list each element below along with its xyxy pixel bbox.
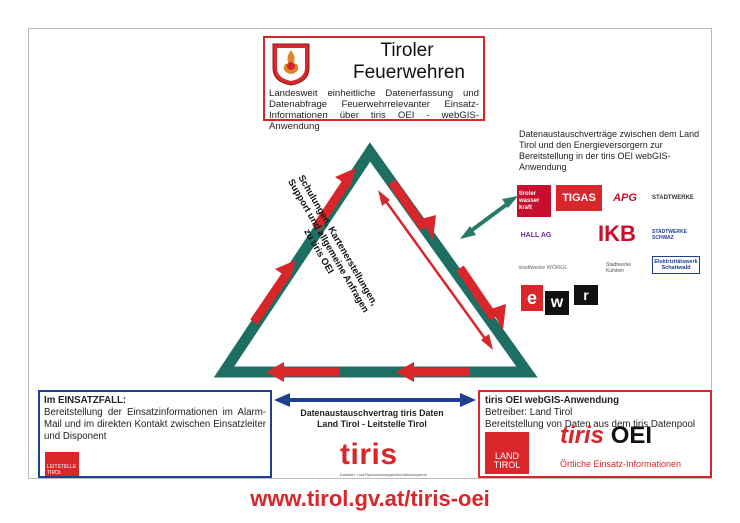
fire-brigade-box: Tiroler Feuerwehren Landesweit einheitli… <box>263 36 485 132</box>
dispatch-box-title: Im EINSATZFALL: <box>44 395 127 406</box>
arrow-bottom-left-head <box>266 362 284 382</box>
diagonal-arrow-head-top <box>378 190 390 206</box>
logo-stadtwerke-woergl: stadtwerke WÖRGL <box>518 265 568 271</box>
energy-arrow-head-a <box>460 226 476 239</box>
arrow-right-upper-head <box>421 215 436 240</box>
triangle-outline <box>213 142 538 378</box>
energy-double-arrow <box>466 200 512 235</box>
tiris-oei-operator: Betreiber: Land Tirol <box>485 407 573 418</box>
logo-tiroler-wasserkraft: tiroler wasser kraft <box>517 185 551 217</box>
tiris-logo: tiris <box>340 438 398 471</box>
tiris-oei-box: tiris OEI webGIS-Anwendung Betreiber: La… <box>478 390 712 478</box>
diagonal-arrow-head-bottom <box>481 334 493 350</box>
logo-apg: APG <box>613 192 637 204</box>
fire-brigade-title: Tiroler Feuerwehren <box>353 40 465 84</box>
arrow-left-upper <box>312 177 352 231</box>
logo-ikb: IKB <box>598 221 636 246</box>
arrow-left-lower <box>250 269 292 325</box>
land-tirol-logo: LAND TIROL <box>485 432 529 474</box>
contract-arrow-head-right <box>460 393 476 407</box>
logo-ew-schattwald: Elektrizitätswerk Schattwald <box>652 256 700 274</box>
energy-contracts-text: Datenaustauschverträge zwischen dem Land… <box>519 129 700 172</box>
tiris-oei-logo-subtitle: Örtliche Einsatz-Informationen <box>560 459 682 469</box>
logo-ewr-r: r <box>574 285 598 305</box>
contract-text: Datenaustauschvertrag tiris Daten Land T… <box>298 408 446 430</box>
tiris-oei-logo: tiris OEI <box>560 424 652 448</box>
tiris-oei-logo-oei: OEI <box>610 422 653 449</box>
contract-text-line1: Datenaustauschvertrag tiris Daten <box>300 408 444 418</box>
fire-brigade-crest-icon <box>272 43 310 86</box>
arrow-left-lower-head <box>275 260 296 279</box>
fire-brigade-description: Landesweit einheitliche Datenerfassung u… <box>269 88 479 132</box>
dispatch-center-box: Im EINSATZFALL: Bereitstellung der Einsa… <box>38 390 272 478</box>
arrow-right-upper <box>388 179 428 231</box>
tiris-oei-provision: Bereitstellung von Daten aus dem tiris D… <box>485 419 696 430</box>
logo-stadtwerke-schwaz: STADTWERKE SCHWAZ <box>652 229 687 241</box>
fire-brigade-title-line1: Tiroler <box>380 40 434 61</box>
logo-ewr-e: e <box>521 285 543 311</box>
logo-tigas: TIGAS <box>556 185 602 211</box>
fire-brigade-title-line2: Feuerwehren <box>353 62 465 83</box>
arrow-bottom-right-head <box>396 362 414 382</box>
contract-arrow-head-left <box>274 393 290 407</box>
page-frame <box>28 28 712 479</box>
tiris-logo-subtitle: Kataster- und Raumordnungsinformationssy… <box>340 472 427 477</box>
arrow-left-upper-head <box>335 168 356 187</box>
arrow-right-lower-head <box>491 304 506 330</box>
tiris-oei-logo-tiris: tiris <box>560 422 605 449</box>
footer-url-link[interactable]: www.tirol.gv.at/tiris-oei <box>250 486 490 511</box>
diagonal-double-arrow <box>383 199 488 341</box>
energy-arrow-head-b <box>502 196 518 208</box>
arrow-right-lower <box>456 265 498 321</box>
logo-ewr-w: w <box>545 291 569 315</box>
logo-hall-ag: HALL AG <box>520 231 552 239</box>
dispatch-box-description: Bereitstellung der Einsatzinformationen … <box>44 407 266 442</box>
leitstelle-tirol-logo: LEITSTELLE TIROL <box>45 452 79 476</box>
contract-text-line2: Land Tirol - Leitstelle Tirol <box>317 419 427 429</box>
tiris-oei-box-title: tiris OEI webGIS-Anwendung <box>485 395 620 406</box>
logo-stadtwerke: STADTWERKE <box>652 195 694 201</box>
logo-stadtwerke-kufstein: Stadtwerke Kufstein <box>606 262 632 274</box>
